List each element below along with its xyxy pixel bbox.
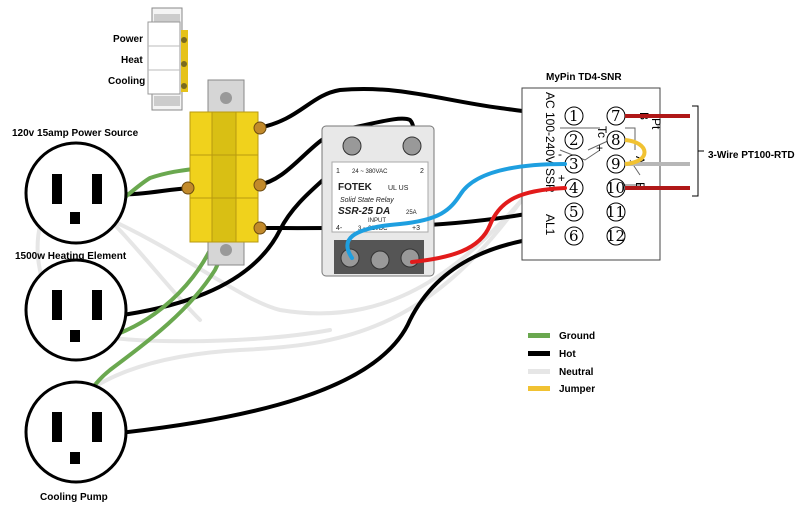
solid-state-relay: 1 2 24 ~ 380VAC FOTEK UL US Solid State … [321,125,435,277]
blue-wire-ssr-to-controller-3 [345,162,567,260]
controller-minus-ssr: - [558,147,562,161]
legend-swatch-ground [528,333,550,338]
signal-wires [345,162,567,264]
ssr-brand: FOTEK [338,182,373,193]
outlet-power-source [24,141,128,245]
terminal-4: 4 [569,179,579,197]
ssr-input-label: INPUT [368,218,386,224]
switch-terminal-2 [253,178,267,192]
legend-label-neutral: Neutral [559,367,594,378]
ssr-subtitle: Solid State Relay [340,197,394,204]
legend-swatch-neutral [528,369,550,374]
legend-label-ground: Ground [559,331,595,342]
label-heating-element: 1500w Heating Element [15,251,127,262]
terminal-5: 5 [569,203,579,221]
label-switch-power: Power [113,34,143,45]
ssr-model: SSR-25 DA [338,206,390,217]
ssr-t4: 4- [336,225,343,232]
rtd-bracket [692,105,704,197]
terminal-8: 8 [611,131,621,149]
neutral-wire-bus [98,138,572,316]
terminal-6: 6 [569,227,579,245]
neutral-wire-top-loop [108,218,202,322]
legend: Ground Hot Neutral Jumper [528,331,595,395]
controller-al1-label: AL1 [543,214,557,236]
controller-plus-tc: + [596,141,603,155]
ssr-t2: 2 [420,168,424,175]
legend-swatch-jumper [528,386,550,391]
ssr-t3: +3 [412,225,420,232]
red-wire-ssr-to-controller-4 [410,186,567,264]
legend-label-jumper: Jumper [559,384,595,395]
controller-box: 1 2 3 4 5 6 7 8 9 10 11 12 AC 100-240V S… [521,87,663,261]
terminal-3: 3 [569,155,579,173]
terminal-9: 9 [611,155,621,173]
controller-tc-label: Tc [595,126,609,138]
rtd-wires [624,114,690,190]
outlet-cooling-pump [24,380,128,484]
terminal-12: 12 [606,227,625,245]
switch-terminal-1 [253,121,267,135]
label-rtd: 3-Wire PT100-RTD [708,150,795,161]
switch-icon [147,7,188,111]
outlet-heating-element [24,258,128,362]
ssr-voltage-out: 24 ~ 380VAC [352,169,388,175]
terminal-11: 11 [606,203,625,221]
controller-pt-label: Pt [649,118,663,130]
terminal-10: 10 [606,179,625,197]
rtd-jumper [624,138,647,166]
legend-label-hot: Hot [559,349,576,360]
switch-terminal-4 [181,181,195,195]
terminal-1: 1 [569,107,579,125]
label-switch-cooling: Cooling [108,76,145,87]
ssr-amps: 25A [406,210,417,216]
ssr-ul: UL US [388,185,409,192]
controller-ac-label: AC 100-240V [543,92,557,164]
label-controller: MyPin TD4-SNR [546,72,622,83]
switch-terminal-3 [253,221,267,235]
controller-plus-ssr: + [558,171,565,185]
label-power-source: 120v 15amp Power Source [12,128,139,139]
terminal-2: 2 [569,131,579,149]
hot-wire-controller-6-to-pump [98,233,567,437]
ssr-t1: 1 [336,168,340,175]
label-switch-heat: Heat [121,55,143,66]
label-cooling-pump: Cooling Pump [40,492,108,503]
triple-switch [181,79,267,266]
legend-swatch-hot [528,351,550,356]
neutral-wire-pump [56,138,562,427]
terminal-7: 7 [611,107,621,125]
